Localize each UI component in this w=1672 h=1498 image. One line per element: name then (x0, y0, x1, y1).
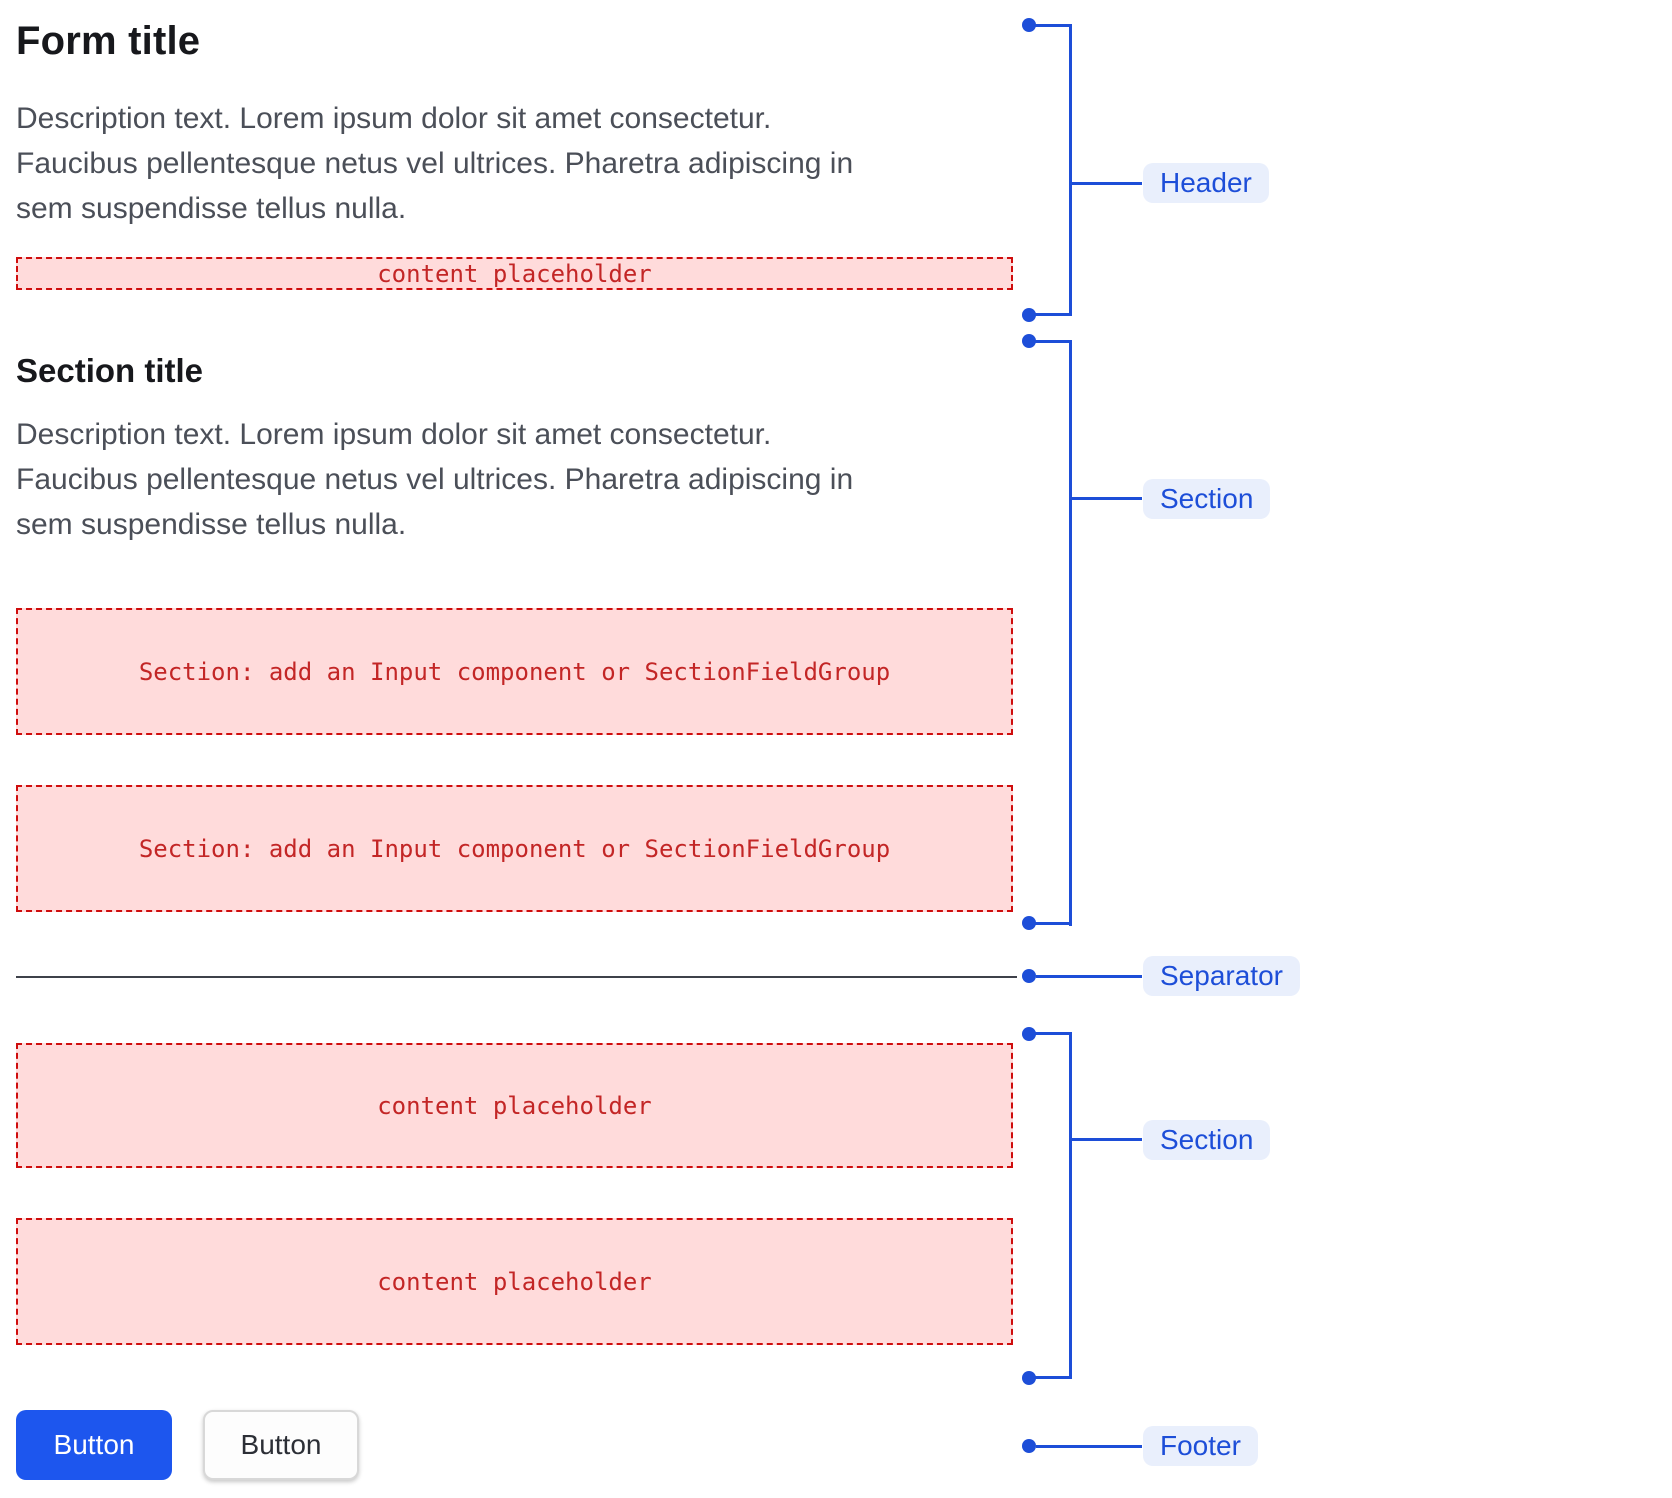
section-description-line: sem suspendisse tellus nulla. (16, 508, 407, 541)
bracket-line (1029, 922, 1071, 925)
connector-dot (1022, 1371, 1036, 1385)
separator-line (16, 976, 1017, 978)
bracket-line (1029, 340, 1071, 343)
section-slot-placeholder: Section: add an Input component or Secti… (16, 785, 1013, 912)
connector-dot (1022, 916, 1036, 930)
primary-button[interactable]: Button (16, 1410, 172, 1480)
annotation-label-section: Section (1143, 479, 1271, 519)
annotation-label-section: Section (1143, 1120, 1271, 1160)
section-description-line: Faucibus pellentesque netus vel ultrices… (16, 463, 854, 496)
connector-line (1072, 182, 1142, 185)
bracket-line (1029, 1032, 1071, 1035)
connector-line (1036, 1445, 1142, 1448)
connector-dot (1022, 969, 1036, 983)
section-description: Description text. Lorem ipsum dolor sit … (16, 412, 1016, 547)
form-description-line: Faucibus pellentesque netus vel ultrices… (16, 147, 854, 180)
form-description: Description text. Lorem ipsum dolor sit … (16, 96, 1016, 231)
bracket-line (1029, 313, 1071, 316)
connector-line (1036, 975, 1142, 978)
secondary-button[interactable]: Button (203, 1410, 359, 1480)
annotation-label-separator: Separator (1143, 956, 1300, 996)
connector-line (1072, 497, 1142, 500)
bracket-line (1069, 1032, 1072, 1379)
header-content-placeholder: content placeholder (16, 257, 1013, 290)
section-title: Section title (16, 352, 204, 389)
section-slot-placeholder: Section: add an Input component or Secti… (16, 608, 1013, 735)
form-description-line: Description text. Lorem ipsum dolor sit … (16, 102, 772, 135)
bracket-line (1069, 24, 1072, 316)
bracket-line (1029, 24, 1071, 27)
bracket-line (1029, 1376, 1071, 1379)
bracket-line (1069, 340, 1072, 926)
annotation-label-header: Header (1143, 163, 1269, 203)
form-description-line: sem suspendisse tellus nulla. (16, 192, 407, 225)
content-placeholder: content placeholder (16, 1043, 1013, 1168)
form-title: Form title (16, 19, 201, 63)
section-description-line: Description text. Lorem ipsum dolor sit … (16, 418, 772, 451)
connector-dot (1022, 308, 1036, 322)
annotation-label-footer: Footer (1143, 1426, 1258, 1466)
connector-dot (1022, 1439, 1036, 1453)
content-placeholder: content placeholder (16, 1218, 1013, 1345)
connector-line (1072, 1138, 1142, 1141)
